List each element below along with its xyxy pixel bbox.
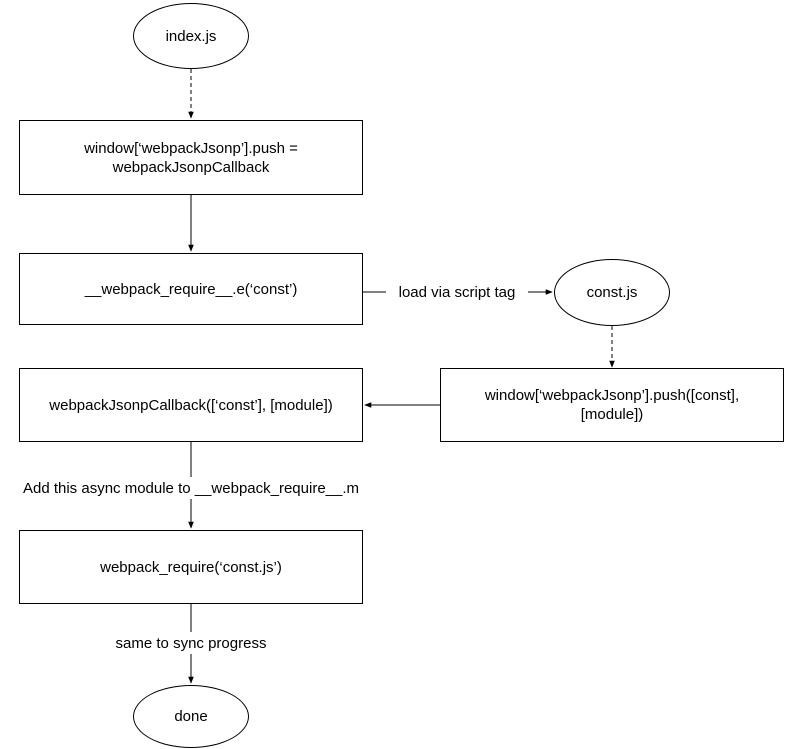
node-require-const: webpack_require(‘const.js’) <box>19 530 363 604</box>
edge-label-add-async-module: Add this async module to __webpack_requi… <box>4 477 378 499</box>
node-done: done <box>133 685 249 748</box>
node-callback: webpackJsonpCallback([‘const’], [module]… <box>19 368 363 442</box>
node-const-js: const.js <box>554 259 670 326</box>
node-push-call: window[‘webpackJsonp’].push([const], [mo… <box>440 368 784 442</box>
edge-label-load-via-script-tag: load via script tag <box>386 282 528 302</box>
edge-label-same-to-sync: same to sync progress <box>102 632 280 654</box>
node-require-e: __webpack_require__.e(‘const’) <box>19 253 363 325</box>
node-push-assign: window[‘webpackJsonp’].push = webpackJso… <box>19 120 363 195</box>
node-index-js: index.js <box>133 3 249 69</box>
